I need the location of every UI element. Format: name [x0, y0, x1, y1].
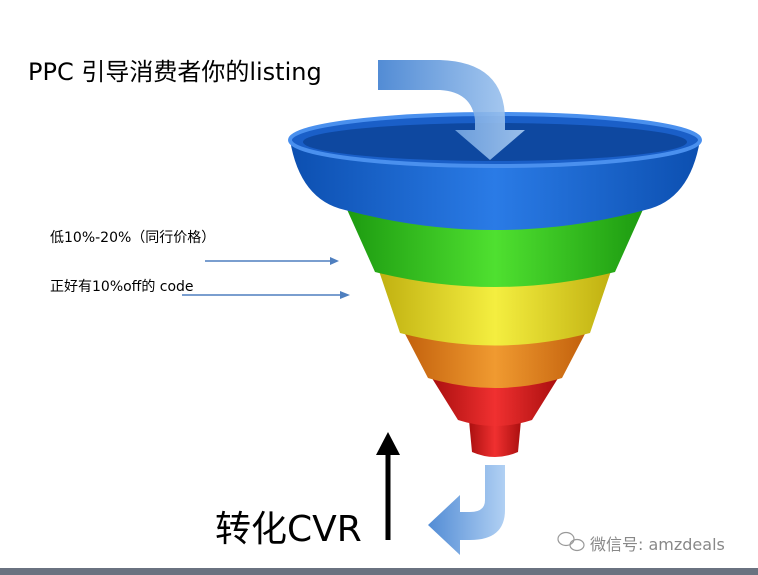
exit-arrow	[428, 465, 505, 555]
bottom-bar	[0, 568, 758, 575]
funnel-band-green	[345, 205, 645, 287]
watermark: 微信号: amzdeals	[590, 535, 725, 554]
wechat-icon	[557, 531, 585, 552]
funnel-band-yellow	[378, 268, 612, 346]
entry-arrow	[378, 60, 525, 160]
conversion-label: 转化CVR	[215, 509, 362, 550]
funnel-title: PPC 引导消费者你的listing	[28, 58, 322, 86]
label-code: 正好有10%off的 code	[50, 279, 194, 295]
label-price: 低10%-20%（同行价格）	[50, 230, 216, 246]
funnel-band-orange	[403, 330, 587, 388]
funnel-band-red	[430, 375, 560, 426]
